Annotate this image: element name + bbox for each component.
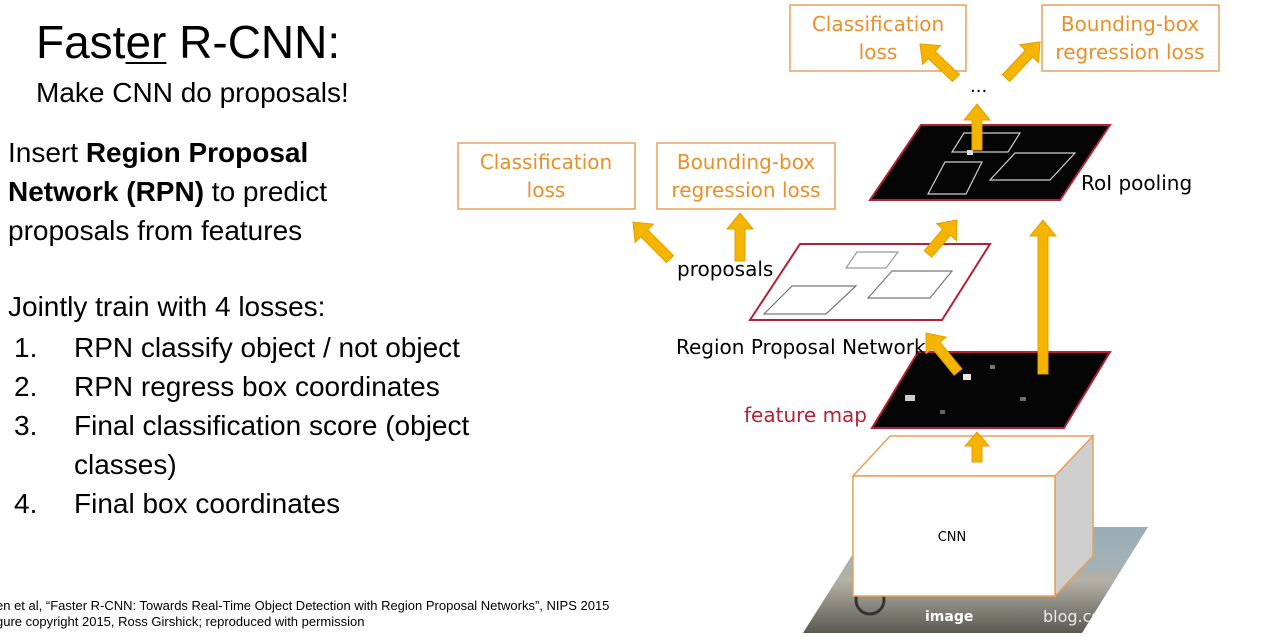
list-number: 1. [14, 332, 38, 363]
list-number: 2. [14, 371, 38, 402]
list-item: 3. Final classification score (object cla… [14, 406, 574, 484]
para-line: Network (RPN) to predict [8, 172, 327, 211]
proposals-plane [748, 243, 992, 321]
para-text: to predict [204, 176, 327, 207]
para-bold: Network (RPN) [8, 176, 205, 207]
rpn-bbox-regression-loss-box: Bounding-box regression loss [656, 142, 836, 210]
loss-line: Bounding-box [677, 150, 815, 174]
proposal-box [844, 251, 900, 269]
arrows [632, 41, 1058, 463]
loss-line: Bounding-box [1061, 12, 1199, 36]
feature-map-plane [870, 351, 1112, 429]
roi-to-top-bbox-loss-arrow [1001, 41, 1041, 83]
image-label: image [925, 609, 973, 625]
list-text: RPN regress box coordinates [74, 371, 440, 402]
para-text: Insert [8, 137, 86, 168]
feature-map-label: feature map [744, 403, 867, 427]
loss-line: Classification [812, 12, 944, 36]
list-item: 2. RPN regress box coordinates [14, 367, 574, 406]
list-number: 3. [14, 410, 38, 441]
para-line: Insert Region Proposal [8, 133, 327, 172]
slide-title: Faster R-CNN: [36, 14, 340, 70]
feature-to-roi-pooling-arrow [1028, 219, 1058, 375]
feature-map-to-rpn-arrow [925, 332, 963, 376]
list-number: 4. [14, 488, 38, 519]
roi-pooling-label: RoI pooling [1081, 171, 1192, 195]
rpn-description: Insert Region Proposal Network (RPN) to … [8, 133, 327, 250]
losses-list: 1. RPN classify object / not object 2. RPN… [14, 328, 574, 523]
roi-pooling-plane [868, 124, 1112, 201]
rpn-label: Region Proposal Network [676, 335, 926, 359]
loss-line: regression loss [1055, 40, 1204, 64]
loss-line: regression loss [671, 178, 820, 202]
list-text: Final classification score (object class… [74, 410, 470, 480]
watermark: blog.csdn.net/sun1398 [1043, 607, 1226, 626]
slide-subtitle: Make CNN do proposals! [36, 77, 349, 108]
proposal-box [866, 270, 954, 299]
para-line: proposals from features [8, 215, 303, 246]
ellipsis-label: ... [970, 76, 987, 97]
cnn-label: CNN [938, 530, 967, 545]
list-item: 1. RPN classify object / not object [14, 328, 574, 367]
citation-line: en et al, “Faster R-CNN: Towards Real-Ti… [0, 598, 610, 613]
citation: en et al, “Faster R-CNN: Towards Real-Ti… [0, 598, 609, 630]
rpn-classification-loss-box: Classification loss [457, 142, 636, 210]
cnn-to-feature-map-arrow [963, 431, 991, 463]
proposals-label: proposals [677, 257, 773, 281]
roi-to-top-cls-loss-arrow [919, 43, 961, 83]
roi-up-arrow [962, 103, 992, 151]
top-bbox-regression-loss-box: Bounding-box regression loss [1041, 4, 1220, 72]
proposals-to-bbox-loss-arrow [725, 212, 755, 262]
loss-line: loss [527, 178, 566, 202]
loss-line: loss [859, 40, 898, 64]
title-part: R-CNN: [166, 16, 341, 68]
list-text: Final box coordinates [74, 488, 341, 519]
para-bold: Region Proposal [85, 137, 309, 168]
list-text: RPN classify object / not object [74, 332, 460, 363]
proposal-box [762, 285, 858, 315]
title-part: Fast [36, 16, 126, 68]
proposals-to-roi-arrow [923, 219, 958, 258]
proposals-to-cls-loss-arrow [632, 221, 675, 264]
title-underlined-part: er [125, 16, 167, 68]
list-item: 4. Final box coordinates [14, 484, 574, 523]
cnn-block: CNN [851, 434, 1095, 598]
citation-line: gure copyright 2015, Ross Girshick; repr… [0, 614, 365, 629]
loss-line: Classification [480, 150, 612, 174]
joint-train-heading: Jointly train with 4 losses: [8, 291, 326, 322]
